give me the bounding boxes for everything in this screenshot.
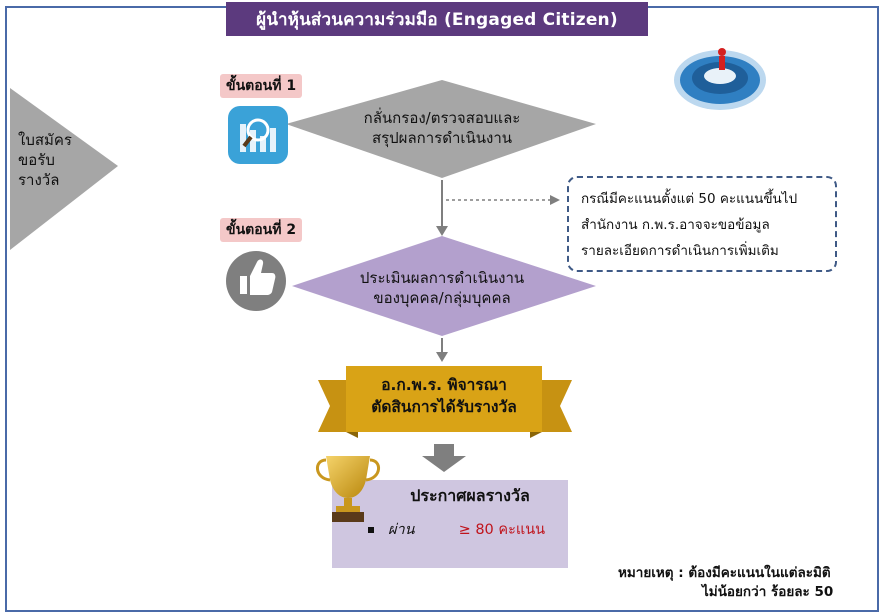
bullet-icon [368,526,374,533]
result-box [332,480,568,568]
committee-line-2: ตัดสินการได้รับรางวัล [371,398,517,416]
application-line-1: ใบสมัคร [18,131,72,149]
thumbs-up-icon [226,251,286,311]
step2-line-2: ของบุคคล/กลุ่มบุคคล [373,289,511,307]
people-circle-icon [674,48,766,110]
note-line-1: กรณีมีคะแนนตั้งแต่ 50 คะแนนขึ้นไป [581,191,798,207]
result-criteria: ผ่าน ≥ 80 คะแนน [368,518,545,541]
connector-2-head [436,352,448,362]
diagram-title: ผู้นำหุ้นส่วนความร่วมมือ (Engaged Citize… [226,2,648,36]
application-line-2: ขอรับ [18,151,55,169]
note-line-3: รายละเอียดการดำเนินการเพิ่มเติม [581,243,779,259]
note-line-2: สำนักงาน ก.พ.ร.อาจจะขอข้อมูล [581,217,770,233]
committee-text: อ.ก.พ.ร. พิจารณา ตัดสินการได้รับรางวัล [358,374,530,418]
trophy-icon [316,456,380,522]
pass-score: ≥ 80 คะแนน [458,522,546,538]
step2-text: ประเมินผลการดำเนินงาน ของบุคคล/กลุ่มบุคค… [330,268,554,308]
note-box: กรณีมีคะแนนตั้งแต่ 50 คะแนนขึ้นไป สำนักง… [567,176,837,272]
result-title: ประกาศผลรางวัล [410,486,530,505]
step2-tag: ขั้นตอนที่ 2 [220,218,303,242]
ribbon-fold-right [530,432,542,438]
step1-line-2: สรุปผลการดำเนินงาน [371,129,513,147]
application-label: ใบสมัคร ขอรับ รางวัล [18,130,72,190]
step2-line-1: ประเมินผลการดำเนินงาน [359,269,525,287]
pass-label: ผ่าน [388,522,415,538]
step1-line-1: กลั่นกรอง/ตรวจสอบและ [363,109,521,127]
application-arrow [10,88,118,250]
remark: หมายเหตุ : ต้องมีคะแนนในแต่ละมิติ ไม่น้อ… [618,564,833,602]
committee-line-1: อ.ก.พ.ร. พิจารณา [381,376,507,394]
application-line-3: รางวัล [18,171,60,189]
ribbon-fold-left [346,432,358,438]
magnifier-chart-icon [228,106,288,164]
remark-line-1: หมายเหตุ : ต้องมีคะแนนในแต่ละมิติ [618,565,831,581]
result-arrow [422,444,466,472]
step2-diamond [292,236,596,336]
step1-tag: ขั้นตอนที่ 1 [220,74,303,98]
result-box-wave [332,560,568,568]
remark-line-2: ไม่น้อยกว่า ร้อยละ 50 [702,584,834,600]
step1-text: กลั่นกรอง/ตรวจสอบและ สรุปผลการดำเนินงาน [330,108,554,148]
ribbon-body [346,366,542,432]
step1-diamond [286,80,596,178]
note-connector-head [550,195,560,205]
connector-1-head [436,226,448,236]
